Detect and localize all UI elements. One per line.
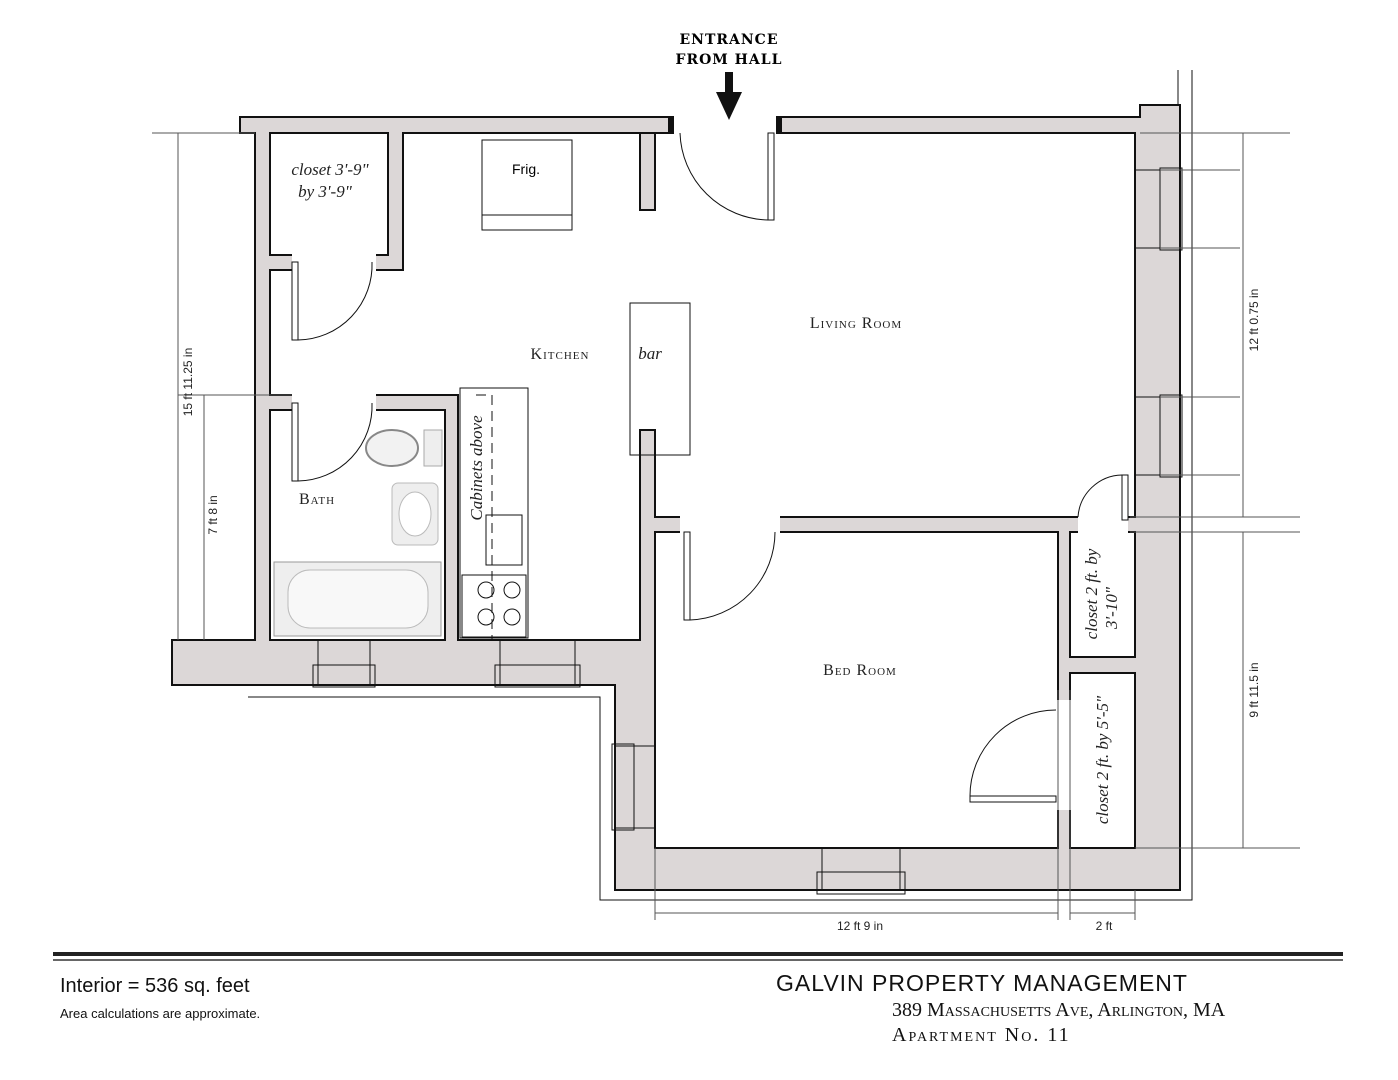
bathtub-icon bbox=[273, 561, 442, 637]
bed-room-label: Bed Room bbox=[823, 662, 897, 679]
dimension-right-bed: 9 ft 11.5 in bbox=[1247, 662, 1261, 717]
dimension-left-total: 15 ft 11.25 in bbox=[181, 348, 195, 417]
sink-icon bbox=[391, 482, 439, 546]
kitchen-counter bbox=[459, 387, 529, 640]
closet2-label: 3'-10" bbox=[1102, 586, 1121, 630]
dimension-bottom-closet: 2 ft bbox=[1096, 919, 1113, 933]
living-room-label: Living Room bbox=[810, 315, 902, 332]
closet-room-1 bbox=[269, 132, 389, 256]
kitchen-label: Kitchen bbox=[531, 346, 590, 363]
closet3-door[interactable] bbox=[969, 709, 1057, 803]
closet3-label: closet 2 ft. by 5'-5" bbox=[1093, 695, 1112, 824]
footer-rule bbox=[53, 952, 1343, 956]
bath-label: Bath bbox=[299, 491, 335, 508]
closet-room-2 bbox=[1069, 531, 1136, 658]
entrance-door[interactable] bbox=[668, 116, 782, 221]
closet1-label: closet 3'-9" bbox=[291, 160, 369, 179]
dimension-bottom-bed: 12 ft 9 in bbox=[837, 919, 883, 933]
entrance-opening bbox=[672, 116, 780, 135]
toilet-icon bbox=[365, 429, 443, 467]
entrance-label: FROM HALL bbox=[676, 52, 783, 68]
company-name: GALVIN PROPERTY MANAGEMENT bbox=[776, 970, 1188, 996]
entrance-label: ENTRANCE bbox=[680, 32, 779, 48]
closet1-door[interactable] bbox=[291, 261, 373, 341]
wall-stub bbox=[639, 132, 656, 211]
cabinets-label: Cabinets above bbox=[467, 415, 486, 521]
frig-label: Frig. bbox=[512, 161, 540, 177]
footer-rule bbox=[53, 959, 1343, 961]
closet2-label: closet 2 ft. by bbox=[1082, 548, 1101, 639]
dimension-left-bath: 7 ft 8 in bbox=[206, 495, 220, 534]
address: 389 Massachusetts Ave, Arlington, MA bbox=[892, 999, 1226, 1021]
windows bbox=[312, 167, 1183, 895]
dimension-lines bbox=[152, 132, 1300, 920]
closet3-opening bbox=[1056, 700, 1072, 810]
apartment-number: Apartment No. 11 bbox=[892, 1024, 1071, 1046]
dimension-right-living: 12 ft 0.75 in bbox=[1247, 289, 1261, 352]
bath-door[interactable] bbox=[291, 402, 373, 482]
closet2-opening bbox=[1078, 516, 1128, 534]
bar-label: bar bbox=[638, 344, 662, 363]
entrance-arrow-icon bbox=[716, 72, 742, 120]
closet1-opening bbox=[292, 254, 376, 272]
area-disclaimer: Area calculations are approximate. bbox=[60, 1006, 261, 1021]
bath-opening bbox=[292, 394, 376, 412]
interior-area: Interior = 536 sq. feet bbox=[60, 975, 250, 997]
bar-counter bbox=[629, 302, 691, 456]
bedroom-door[interactable] bbox=[683, 531, 776, 621]
building-outline bbox=[248, 70, 1193, 901]
closet1-label: by 3'-9" bbox=[298, 182, 353, 201]
bed-room bbox=[654, 531, 1059, 849]
closet2-door[interactable] bbox=[1077, 474, 1129, 521]
refrigerator bbox=[481, 139, 573, 231]
bedroom-opening bbox=[680, 516, 780, 534]
